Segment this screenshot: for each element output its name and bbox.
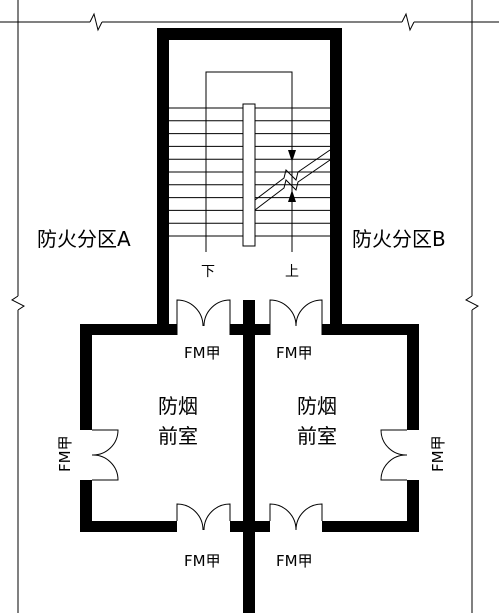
stair-arrows (288, 150, 296, 202)
door-label-top-right: FM甲 (276, 344, 313, 362)
vestibule-walls (80, 300, 419, 613)
stair-up-label: 上 (285, 264, 299, 280)
door-label-top-left: FM甲 (184, 344, 221, 362)
door-label-bottom-left: FM甲 (184, 552, 221, 570)
vestibule-right-line1: 防烟 (297, 394, 337, 418)
zone-label-right: 防火分区B (352, 227, 446, 251)
stair-handrail (205, 71, 293, 252)
stair-enclosure-walls (157, 28, 342, 326)
door-label-side-left: FM甲 (56, 435, 74, 472)
door-label-side-right: FM甲 (429, 435, 447, 472)
stair-down-label: 下 (201, 264, 215, 280)
door-swings (91, 299, 408, 531)
stair-treads (169, 107, 330, 237)
stair-break-line (254, 149, 331, 211)
vestibule-left-line1: 防烟 (158, 394, 198, 418)
vestibule-right-line2: 前室 (297, 424, 337, 448)
zone-label-left: 防火分区A (37, 227, 131, 251)
vestibule-left-line2: 前室 (158, 424, 198, 448)
door-label-bottom-right: FM甲 (276, 552, 313, 570)
